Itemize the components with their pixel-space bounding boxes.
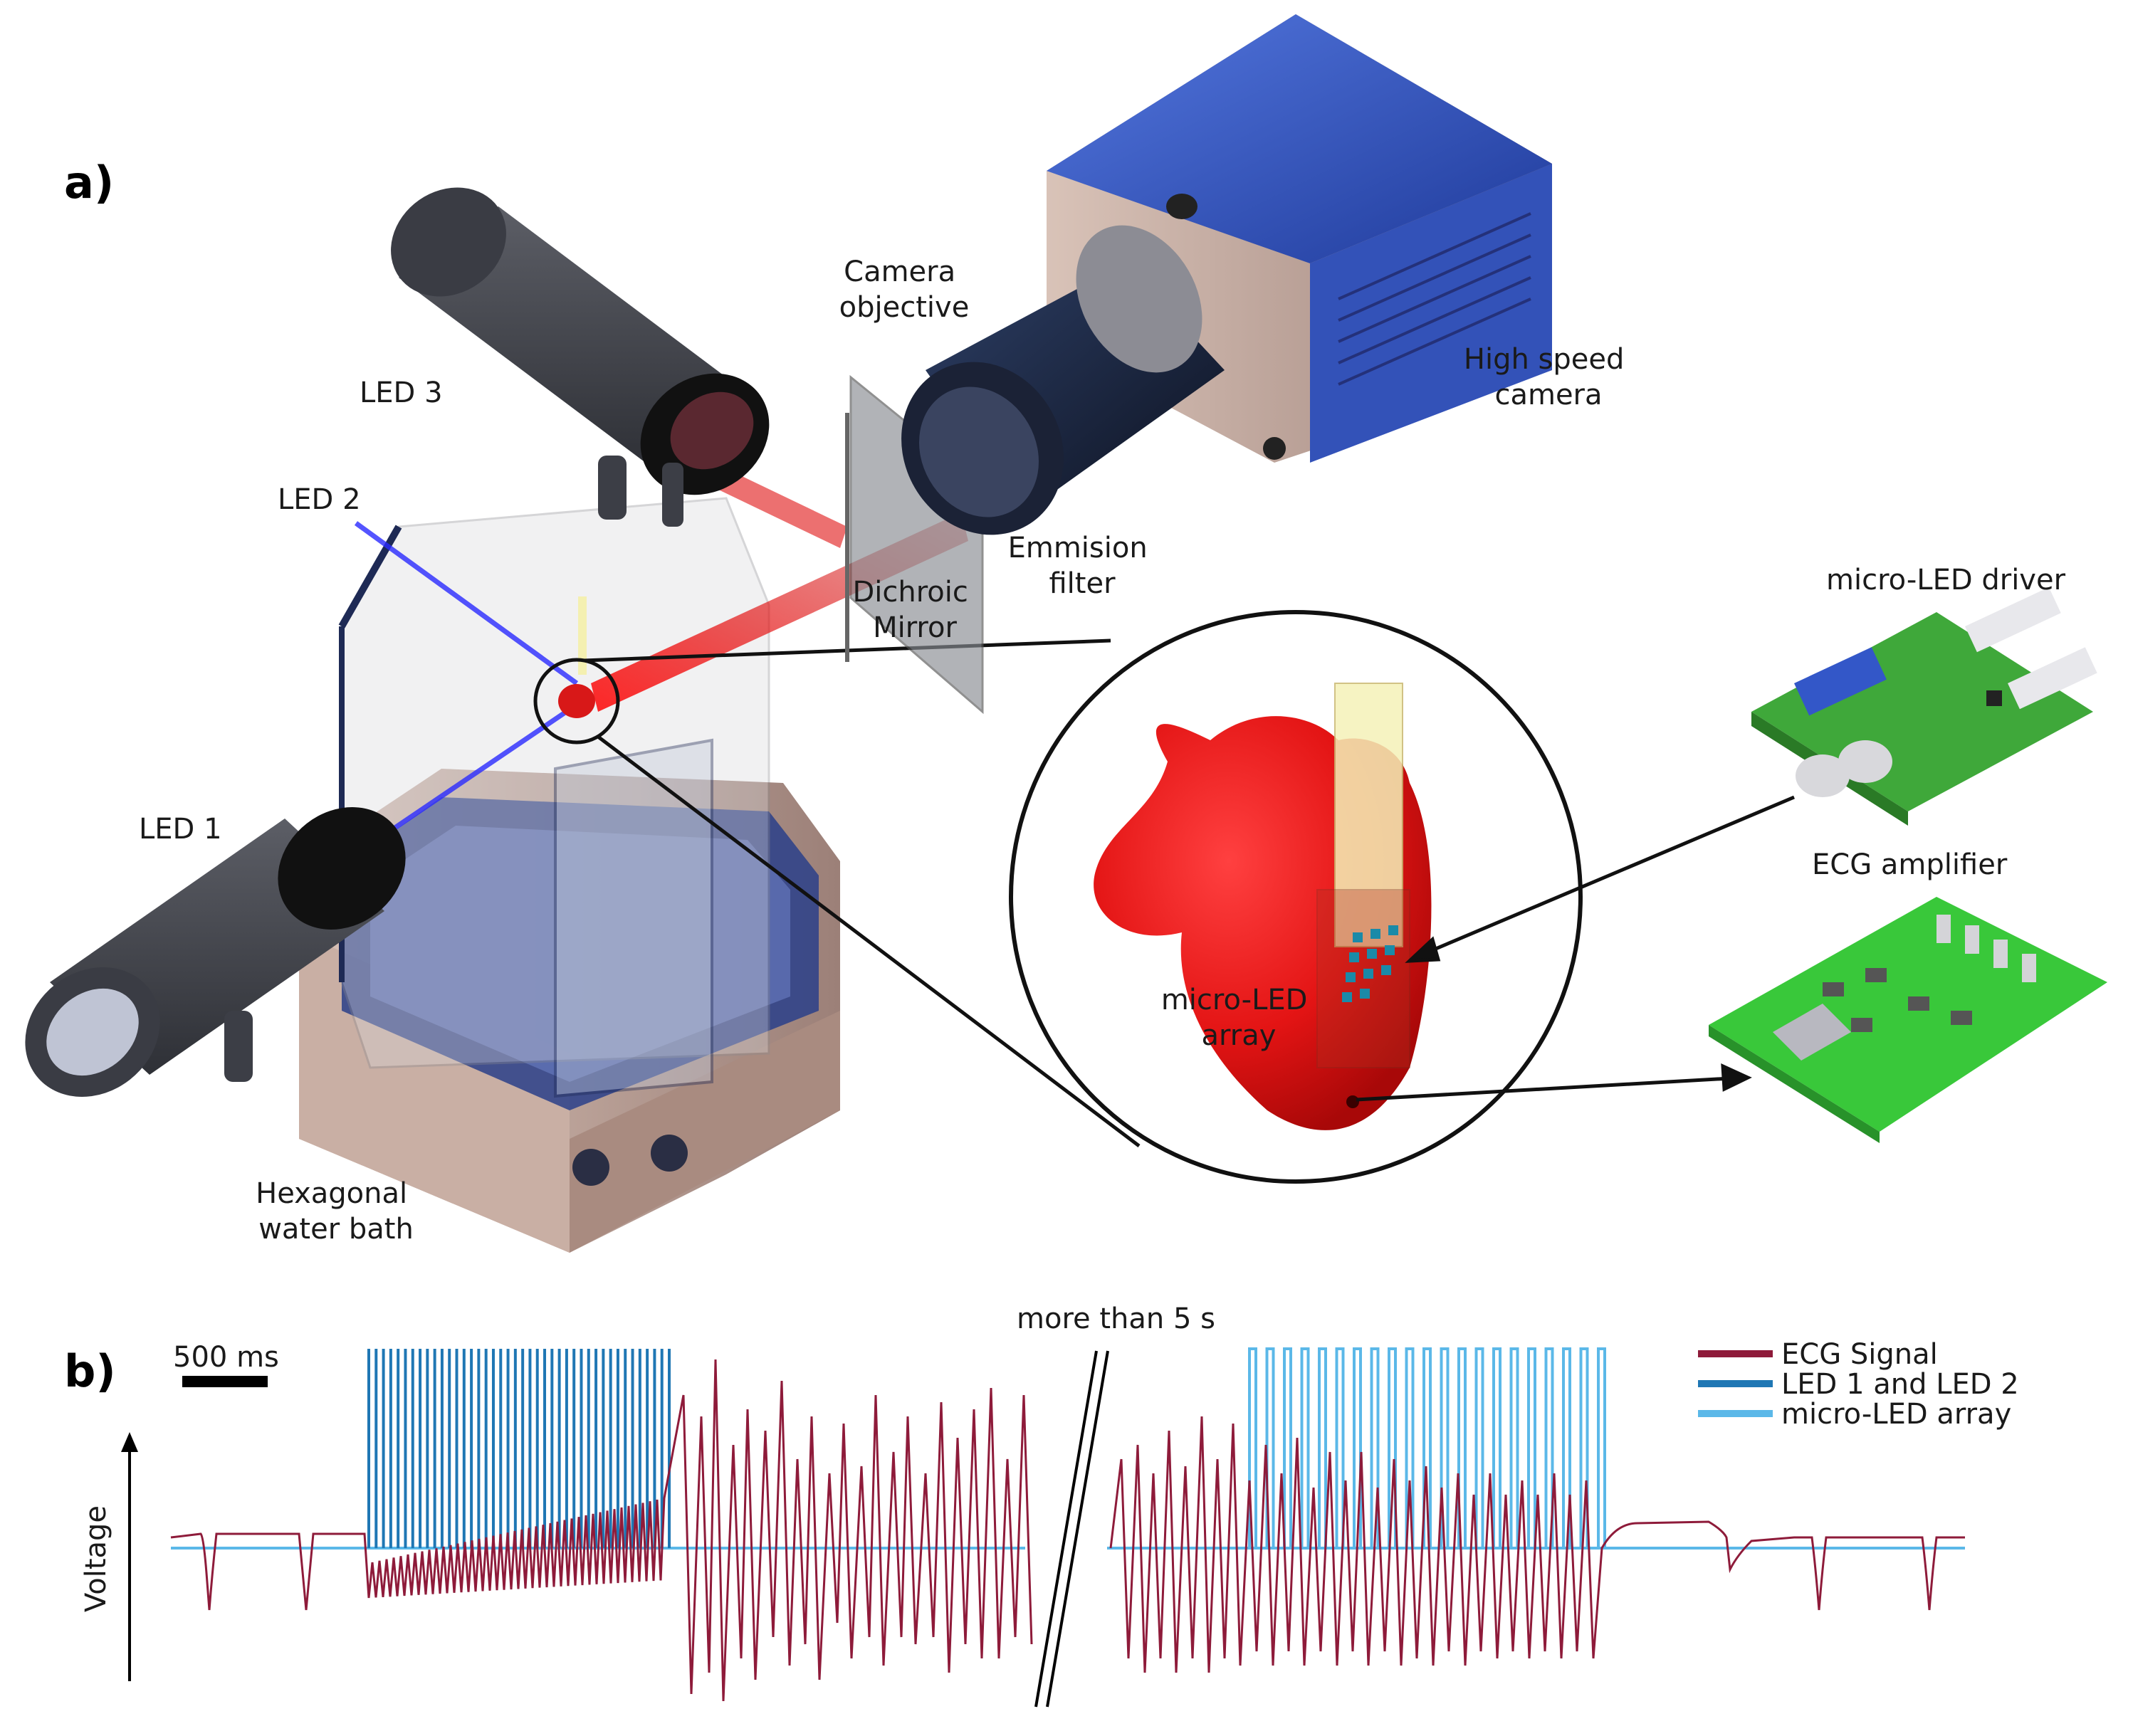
led3-illustration bbox=[391, 187, 770, 527]
micro-led-pulse bbox=[1283, 1347, 1292, 1548]
micro-led-pulse bbox=[1405, 1347, 1415, 1548]
high-speed-camera bbox=[901, 14, 1552, 535]
micro-led-array-label: micro-LED array bbox=[1161, 984, 1316, 1052]
scale-bar: 500 ms bbox=[173, 1341, 279, 1387]
led1-label: LED 1 bbox=[139, 813, 222, 846]
micro-led-pulse bbox=[1300, 1347, 1310, 1548]
scale-bar-line bbox=[182, 1376, 268, 1387]
legend-label-ecg: ECG Signal bbox=[1781, 1338, 1938, 1371]
micro-led-pulse bbox=[1492, 1347, 1502, 1548]
legend-item-led12: LED 1 and LED 2 bbox=[1698, 1368, 2019, 1401]
micro-led-pulse bbox=[1597, 1347, 1606, 1548]
ecg-amplifier-label: ECG amplifier bbox=[1812, 848, 2008, 881]
glass-chamber bbox=[338, 497, 770, 1098]
heart-illustration: micro-LED array bbox=[1094, 683, 1432, 1130]
micro-led-pulse bbox=[1440, 1347, 1450, 1548]
time-break-label: more than 5 s bbox=[1017, 1303, 1215, 1335]
legend-item-micro-led: micro-LED array bbox=[1698, 1398, 2011, 1431]
high-speed-camera-label: High speed camera bbox=[1464, 343, 1633, 411]
micro-led-pulse bbox=[1509, 1347, 1519, 1548]
axis-break bbox=[1034, 1350, 1109, 1708]
legend-label-led12: LED 1 and LED 2 bbox=[1781, 1368, 2019, 1401]
ecg-trace-right bbox=[1109, 1416, 1965, 1673]
ecg-trace-left bbox=[170, 1359, 1033, 1702]
led3-label: LED 3 bbox=[360, 377, 443, 409]
y-axis-arrow-icon bbox=[121, 1432, 138, 1452]
panel-a-label: a) bbox=[64, 157, 114, 209]
micro-led-pulse bbox=[1474, 1347, 1484, 1548]
micro-led-pulse bbox=[1422, 1347, 1432, 1548]
legend-item-ecg: ECG Signal bbox=[1698, 1338, 1938, 1371]
micro-led-pulse bbox=[1370, 1347, 1380, 1548]
micro-led-pulse bbox=[1318, 1347, 1327, 1548]
micro-led-pulse bbox=[1527, 1347, 1536, 1548]
scale-bar-label: 500 ms bbox=[173, 1341, 279, 1374]
y-axis: Voltage bbox=[80, 1432, 138, 1681]
panel-b-label: b) bbox=[64, 1345, 116, 1397]
micro-led-pulse bbox=[1353, 1347, 1362, 1548]
water-bath-label: Hexagonal water bath bbox=[256, 1177, 416, 1246]
camera-objective-label: Camera objective bbox=[839, 256, 970, 324]
water-bath bbox=[299, 769, 840, 1253]
emission-filter-label: Emmision filter bbox=[1008, 532, 1157, 600]
micro-led-pulse bbox=[1388, 1347, 1397, 1548]
micro-led-pulse bbox=[1544, 1347, 1554, 1548]
micro-led-pulse bbox=[1335, 1347, 1345, 1548]
led1-illustration bbox=[25, 807, 406, 1097]
micro-led-driver-label: micro-LED driver bbox=[1826, 564, 2066, 596]
micro-led-pulse bbox=[1562, 1347, 1571, 1548]
micro-led-pulse bbox=[1248, 1347, 1257, 1548]
micro-led-driver-board bbox=[1751, 587, 2097, 826]
dichroic-mirror-label: Dichroic Mirror bbox=[852, 576, 977, 644]
legend: ECG Signal LED 1 and LED 2 micro-LED arr… bbox=[1698, 1338, 2019, 1431]
micro-led-array-icon bbox=[1342, 925, 1398, 1002]
led2-label: LED 2 bbox=[278, 483, 361, 516]
led12-pulse-train bbox=[367, 1349, 671, 1548]
legend-label-micro-led: micro-LED array bbox=[1781, 1398, 2011, 1431]
micro-led-pulse bbox=[1457, 1347, 1467, 1548]
ecg-amplifier-board bbox=[1709, 897, 2107, 1143]
y-axis-label: Voltage bbox=[80, 1505, 112, 1612]
connection-arrows bbox=[1356, 795, 1795, 1102]
micro-led-pulse bbox=[1579, 1347, 1589, 1548]
micro-led-pulse-train bbox=[1248, 1347, 1606, 1548]
